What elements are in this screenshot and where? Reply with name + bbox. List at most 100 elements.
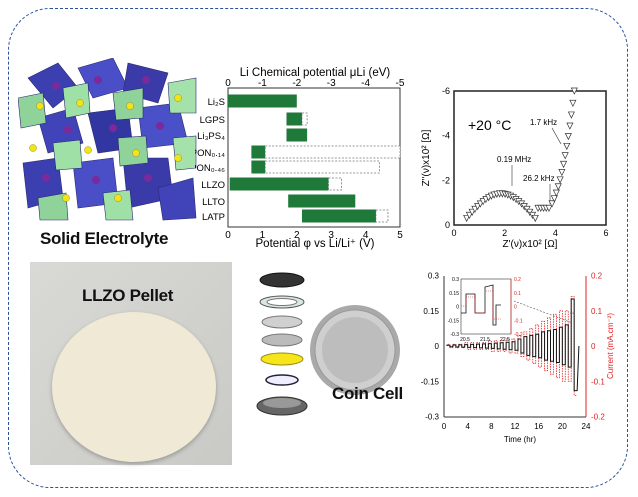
x-tick-label: 0	[451, 228, 456, 238]
top-tick-label: -1	[258, 78, 267, 89]
eis-data-point	[465, 211, 473, 220]
category-label: LiPON₀.₁₄	[195, 148, 225, 159]
left-tick-label: 0	[435, 342, 440, 351]
stable-window-bar	[301, 209, 376, 223]
top-tick-label: -4	[361, 78, 370, 89]
inset-left-tick: -0.3	[450, 332, 459, 338]
bottom-tick-label: 3	[328, 230, 334, 241]
eis-data-point	[566, 122, 574, 130]
stable-window-bar	[228, 94, 297, 108]
temperature-annotation: +20 °C	[468, 117, 511, 133]
eis-y-label: Z''(ν)x10² [Ω]	[421, 129, 432, 186]
top-tick-label: -3	[327, 78, 336, 89]
kinetic-window-bar	[301, 112, 308, 126]
annotation-26-2khz: 26.2 kHz	[523, 174, 555, 183]
inset-pointer-arrow	[513, 300, 572, 323]
eis-data-point	[569, 99, 577, 108]
inset-current-trace	[461, 290, 501, 320]
x-tick-label: 0	[442, 422, 447, 431]
eis-data-point	[463, 214, 471, 223]
x-tick-label: 8	[489, 422, 494, 431]
eis-data-point	[552, 189, 560, 197]
eis-data-point	[558, 169, 566, 177]
category-label: LLTO	[202, 197, 225, 208]
inset-right-tick: -0.1	[514, 318, 523, 324]
stable-window-bar	[286, 128, 308, 142]
eis-data-point	[545, 204, 553, 213]
coin-cell-exploded-view	[256, 272, 308, 416]
eis-data-point	[559, 160, 568, 169]
coin-cell-label: Coin Cell	[332, 384, 403, 403]
left-tick-label: 0.15	[423, 307, 439, 316]
stable-window-bar	[288, 194, 356, 208]
stable-window-bar	[286, 112, 302, 126]
y-tick-label: -2	[442, 175, 450, 185]
eis-data-point	[563, 142, 571, 151]
eis-data-point	[561, 152, 569, 160]
llzo-pellet-label: LLZO Pellet	[82, 286, 174, 305]
eis-data-point	[531, 214, 539, 223]
eis-data-point	[548, 200, 556, 208]
spacer-part	[261, 333, 303, 347]
category-label: LiPON₀.₄₆	[195, 163, 225, 174]
category-label: LLZO	[201, 180, 225, 191]
eis-data-point	[468, 208, 476, 216]
y-tick-label: 0	[445, 220, 450, 230]
x-tick-label: 4	[553, 228, 558, 238]
electrolyte-part	[260, 352, 304, 366]
category-label: Li₃PS₄	[197, 131, 225, 142]
x-tick-label: 24	[582, 422, 591, 431]
inset-left-tick: 0.3	[452, 277, 459, 283]
y-tick-label: -6	[442, 86, 450, 96]
inset-left-tick: -0.15	[448, 318, 460, 324]
right-tick-label: 0.2	[591, 272, 603, 281]
annotation-0-19mhz: 0.19 MHz	[497, 155, 531, 164]
inset-frame	[460, 278, 512, 335]
x-tick-label: 12	[511, 422, 520, 431]
kinetic-window-bar	[328, 177, 342, 191]
inset-x-tick: 22.5	[500, 337, 510, 343]
eis-x-label: Z'(ν)x10² [Ω]	[503, 239, 558, 250]
right-tick-label: 0.1	[591, 307, 603, 316]
left-tick-label: 0.3	[428, 272, 440, 281]
figure-frame	[8, 8, 628, 488]
x-tick-label: 20	[558, 422, 567, 431]
kinetic-window-bar	[375, 209, 389, 223]
voltage-trace	[446, 298, 580, 392]
inset-x-tick: 21.5	[480, 337, 490, 343]
category-label: LATP	[202, 212, 225, 223]
bottom-tick-label: 5	[397, 230, 403, 241]
inset-left-tick: 0	[456, 305, 459, 311]
eis-data-point	[564, 133, 572, 141]
lithium-part	[265, 374, 299, 386]
solid-electrolyte-label: Solid Electrolyte	[40, 229, 169, 248]
bottom-axis-label: Potential φ vs Li/Li⁺ (V)	[256, 238, 375, 250]
impedance-chart: +20 °C 1.7 kHz 0.19 MHz 26.2 kHz Z'(ν)x1…	[421, 86, 609, 250]
x-tick-label: 6	[603, 228, 608, 238]
cap-part	[259, 272, 305, 288]
left-tick-label: -0.3	[425, 413, 439, 422]
kinetic-window-bar	[264, 145, 401, 159]
top-tick-label: 0	[225, 78, 231, 89]
cycling-x-label: Time (hr)	[504, 435, 536, 444]
left-tick-label: -0.15	[421, 377, 440, 386]
llzo-pellet-disc	[52, 312, 216, 462]
right-tick-label: 0	[591, 342, 596, 351]
bottom-tick-label: 0	[225, 230, 231, 241]
eis-data-point	[567, 111, 575, 119]
x-tick-label: 16	[534, 422, 543, 431]
category-label: LGPS	[200, 115, 225, 126]
electrochemical-window-chart: Li Chemical potential μLi (eV) Potential…	[195, 67, 405, 250]
stable-window-bar	[251, 145, 266, 159]
crystal-structure-image	[18, 58, 198, 223]
right-tick-label: -0.2	[591, 413, 605, 422]
stable-window-bar	[229, 177, 329, 191]
category-label: Li₂S	[208, 97, 225, 108]
inset-right-tick: -0.2	[514, 332, 523, 338]
inset-right-tick: 0.2	[514, 277, 521, 283]
eis-data-point	[554, 183, 562, 191]
inset-left-tick: 0.15	[449, 291, 459, 297]
bottom-tick-label: 4	[363, 230, 369, 241]
annotation-1-7khz: 1.7 kHz	[530, 118, 557, 127]
eis-data-point	[570, 87, 578, 95]
